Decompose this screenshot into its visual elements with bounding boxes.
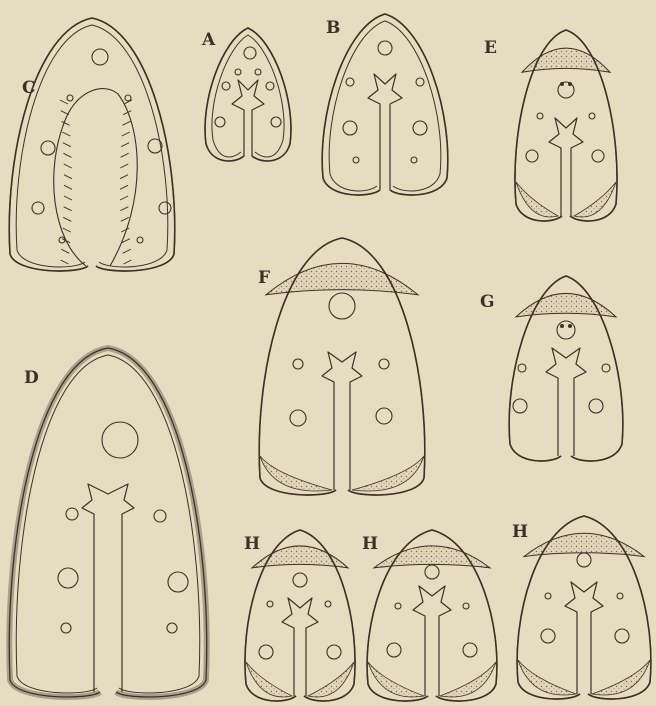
label-h-middle: H [362, 534, 378, 554]
nucleus-dot [560, 324, 564, 328]
label-f: F [258, 268, 270, 288]
label-h-right: H [512, 522, 528, 542]
nucleus-dot [568, 82, 572, 86]
label-e: E [484, 38, 497, 58]
label-d: D [24, 368, 39, 388]
label-c: C [22, 78, 36, 98]
label-g: G [480, 292, 495, 312]
label-a: A [202, 30, 215, 50]
label-b: B [326, 18, 340, 38]
label-h-left: H [244, 534, 260, 554]
nucleus-dot [560, 82, 564, 86]
nucleus-dot [568, 324, 572, 328]
